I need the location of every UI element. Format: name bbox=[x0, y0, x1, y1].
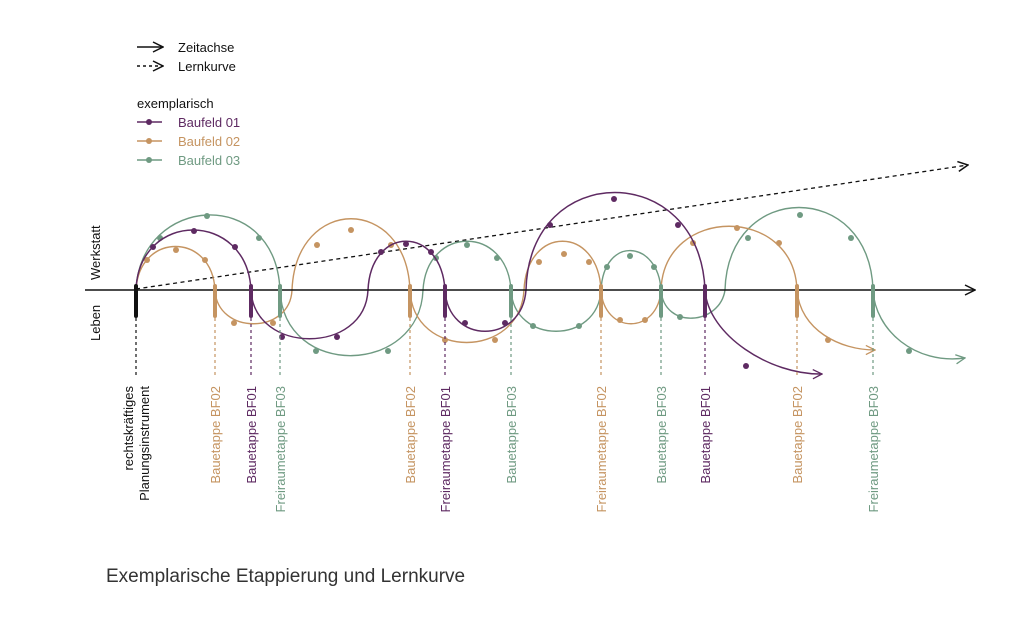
axis-label-werkstatt: Werkstatt bbox=[88, 225, 103, 280]
milestone-label: Bauetappe BF02 bbox=[790, 386, 805, 484]
diagram-caption: Exemplarische Etappierung und Lernkurve bbox=[106, 566, 466, 587]
milestone-label: Freiraumetappe BF03 bbox=[866, 386, 881, 512]
legend-bf03: Baufeld 03 bbox=[137, 153, 240, 168]
axis-label-leben: Leben bbox=[88, 305, 103, 341]
curve-bf01-dots bbox=[150, 196, 749, 369]
legend-bf02-label: Baufeld 02 bbox=[178, 134, 240, 149]
legend-bf01-label: Baufeld 01 bbox=[178, 115, 240, 130]
curve-bf02 bbox=[135, 218, 875, 350]
legend-bf03-label: Baufeld 03 bbox=[178, 153, 240, 168]
legend-time-axis-label: Zeitachse bbox=[178, 40, 234, 55]
milestone-label: Bauetappe BF01 bbox=[244, 386, 259, 484]
curve-bf03 bbox=[135, 206, 965, 359]
curve-bf03-dots bbox=[157, 212, 912, 354]
milestone-label: Bauetappe BF02 bbox=[403, 386, 418, 484]
legend-bf01: Baufeld 01 bbox=[137, 115, 240, 130]
milestone-label: Planungsinstrument bbox=[137, 386, 152, 501]
curve-bf02-dots bbox=[144, 225, 831, 343]
milestone-label: Bauetappe BF01 bbox=[698, 386, 713, 484]
milestone-label: Freiraumetappe BF03 bbox=[273, 386, 288, 512]
milestone-label: Bauetappe BF03 bbox=[504, 386, 519, 484]
legend-heading: exemplarisch bbox=[137, 96, 214, 111]
milestone-label: Bauetappe BF03 bbox=[654, 386, 669, 484]
legend-learning-curve-label: Lernkurve bbox=[178, 59, 236, 74]
milestone-label: Bauetappe BF02 bbox=[208, 386, 223, 484]
curve-bf01 bbox=[135, 191, 822, 375]
milestone-label: rechtskräftiges bbox=[121, 386, 136, 471]
legend: Zeitachse Lernkurve exemplarisch Baufeld… bbox=[137, 40, 240, 168]
milestone-label: Freiraumetappe BF01 bbox=[438, 386, 453, 512]
legend-bf02: Baufeld 02 bbox=[137, 134, 240, 149]
milestone-label: Freiraumetappe BF02 bbox=[594, 386, 609, 512]
